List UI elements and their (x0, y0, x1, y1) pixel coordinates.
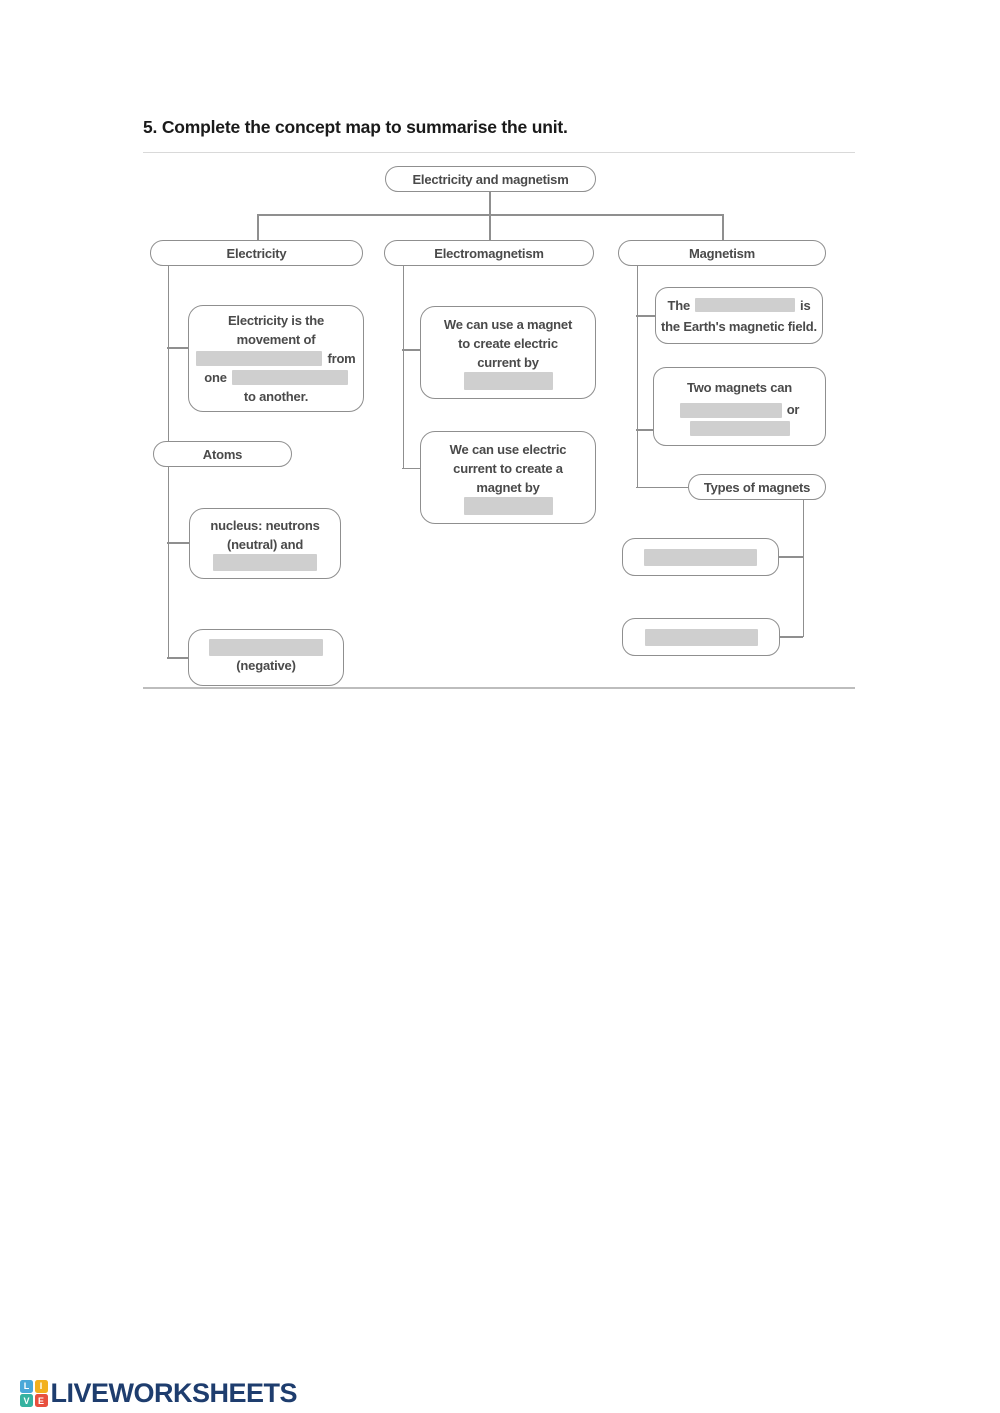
statement-line: to create electric (458, 336, 558, 351)
node-root: Electricity and magnetism (385, 166, 596, 192)
magnetosphere-word-is: is (800, 297, 811, 313)
node-electricity-label: Electricity (226, 245, 287, 261)
connector-line (722, 214, 724, 240)
magnetosphere-word-the: The (667, 297, 691, 313)
types-of-magnets-label: Types of magnets (703, 479, 811, 495)
statement-line: current to create a (453, 461, 563, 476)
connector-line (636, 429, 653, 431)
answer-blank-magnetosphere[interactable] (695, 298, 796, 312)
statement-line: We can use a magnet (443, 317, 573, 332)
node-magnet-makes-current: We can use a magnet to create electric c… (420, 306, 596, 399)
connector-line (489, 214, 491, 240)
connector-line (636, 486, 688, 488)
magnetosphere-line: the Earth's magnetic field. (661, 318, 817, 334)
definition-line: to another. (243, 389, 309, 404)
node-electricity-definition: Electricity is the movement of from one … (188, 305, 364, 412)
connector-line (802, 500, 804, 637)
definition-line: Electricity is the (227, 313, 325, 328)
statement-line: current by (477, 355, 539, 370)
node-electromagnetism-label: Electromagnetism (434, 245, 544, 261)
connector-line (402, 349, 420, 351)
answer-blank-electromagnet[interactable] (463, 497, 553, 515)
node-magnetism: Magnetism (618, 240, 826, 266)
node-atoms: Atoms (153, 441, 292, 467)
connector-line (167, 657, 188, 659)
connector-line (779, 556, 803, 558)
node-magnetosphere: The is the Earth's magnetic field. (655, 287, 823, 344)
definition-word-from: from (327, 351, 356, 366)
connector-line (167, 347, 188, 349)
node-electromagnetism: Electromagnetism (384, 240, 594, 266)
node-atoms-label: Atoms (202, 446, 243, 462)
connector-line (402, 266, 404, 469)
statement-line: magnet by (476, 480, 540, 495)
answer-blank-protons[interactable] (213, 554, 317, 571)
connector-line (489, 192, 491, 215)
exercise-title: 5. Complete the concept map to summarise… (143, 117, 568, 137)
answer-blank-charges[interactable] (196, 351, 323, 366)
node-types-of-magnets: Types of magnets (688, 474, 826, 500)
electrons-caption: (negative) (236, 658, 296, 673)
node-nucleus: nucleus: neutrons (neutral) and (189, 508, 341, 579)
logo-tile-i: I (34, 1379, 48, 1393)
liveworksheets-logo[interactable]: L I V E LIVEWORKSHEETS (20, 1378, 298, 1409)
definition-line: movement of (236, 332, 316, 347)
worksheet-bottom-border (143, 687, 855, 689)
connector-line (636, 266, 638, 488)
interaction-word-or: or (786, 402, 800, 417)
nucleus-line: nucleus: neutrons (210, 518, 320, 533)
answer-blank-attract[interactable] (679, 402, 782, 418)
connector-line (780, 636, 803, 638)
logo-tile-l: L (20, 1379, 33, 1393)
worksheet-top-border (143, 152, 855, 153)
node-magnetism-label: Magnetism (688, 245, 756, 261)
answer-blank-induction[interactable] (463, 372, 553, 390)
statement-line: We can use electric (449, 442, 567, 457)
answer-blank-place[interactable] (231, 370, 348, 385)
node-magnet-type-1 (622, 538, 779, 576)
node-root-label: Electricity and magnetism (412, 171, 569, 187)
node-magnet-interaction: Two magnets can or (653, 367, 826, 446)
logo-tile-e: E (34, 1394, 48, 1408)
logo-tile-v: V (20, 1394, 33, 1408)
answer-blank-magnet-type-1[interactable] (644, 548, 757, 566)
connector-line (167, 542, 189, 544)
node-electrons: (negative) (188, 629, 344, 686)
nucleus-line: (neutral) and (226, 537, 304, 552)
connector-line (402, 467, 420, 469)
connector-line (257, 214, 259, 240)
answer-blank-magnet-type-2[interactable] (644, 628, 758, 646)
answer-blank-repel[interactable] (689, 421, 790, 436)
definition-word-one: one (204, 370, 227, 385)
node-electricity: Electricity (150, 240, 363, 266)
node-current-makes-magnet: We can use electric current to create a … (420, 431, 596, 524)
connector-line (636, 315, 655, 317)
answer-blank-electrons[interactable] (209, 639, 323, 656)
interaction-line: Two magnets can (686, 380, 793, 395)
liveworksheets-icon: L I V E (20, 1379, 48, 1408)
liveworksheets-wordmark: LIVEWORKSHEETS (50, 1378, 298, 1408)
node-magnet-type-2 (622, 618, 780, 656)
